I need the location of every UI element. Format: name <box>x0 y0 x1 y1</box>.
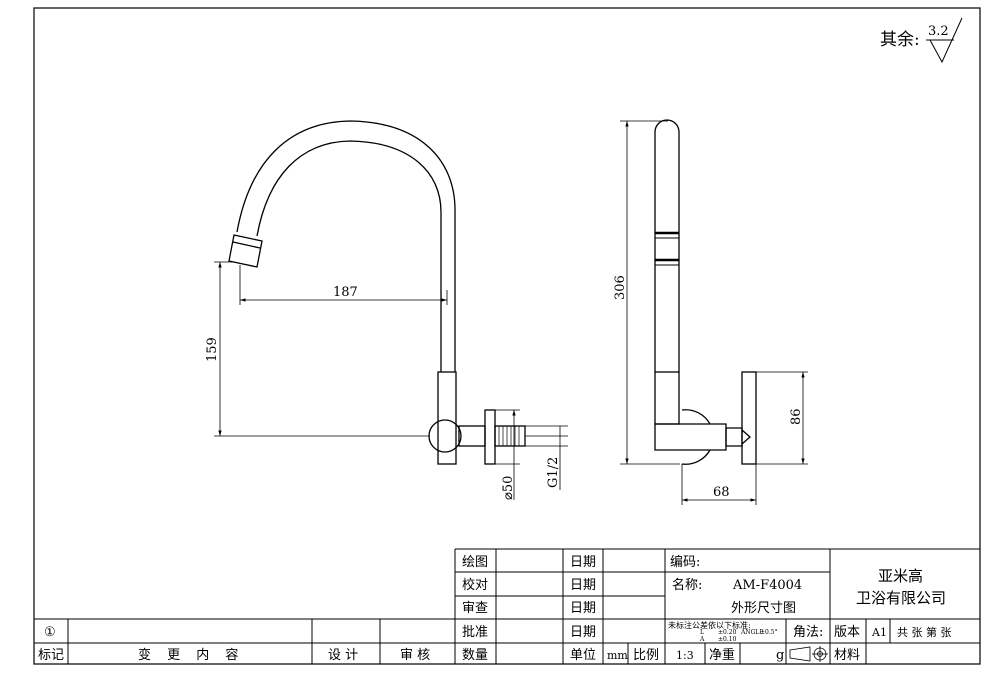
tb-unit: 单位 <box>570 648 596 663</box>
tb-version-value: A1 <box>871 626 887 639</box>
surface-finish-value: 3.2 <box>928 24 949 39</box>
dim-body-height: 86 <box>789 408 804 425</box>
tb-model: AM-F4004 <box>732 578 802 593</box>
tb-company-line1: 亚米高 <box>878 567 923 585</box>
tb-tol-l2a: A <box>699 636 705 643</box>
dim-spout-height: 159 <box>205 337 220 362</box>
surface-finish-symbol: 其余: 3.2 <box>880 17 963 64</box>
tb-design: 设 计 <box>328 648 358 663</box>
tb-reviewed: 审查 <box>462 601 488 616</box>
tb-drawing-title: 外形尺寸图 <box>731 601 796 616</box>
tb-drawn: 绘图 <box>462 555 488 570</box>
surface-finish-label: 其余: <box>880 30 920 50</box>
projection-symbol-icon <box>789 646 828 662</box>
tb-audit: 审 核 <box>400 648 430 663</box>
tb-name-label: 名称: <box>672 577 702 593</box>
tb-version-label: 版本 <box>834 625 860 640</box>
tb-approved: 批准 <box>462 625 488 640</box>
spout-outer <box>236 120 456 372</box>
tb-company-line2: 卫浴有限公司 <box>856 589 946 607</box>
aerator <box>228 234 263 268</box>
spout-inner <box>256 140 442 372</box>
dim-spout-reach: 187 <box>333 285 358 300</box>
tb-checked: 校对 <box>462 577 488 593</box>
tb-sheets: 共 张 第 张 <box>897 625 952 639</box>
side-body <box>654 371 680 425</box>
side-flange <box>741 371 757 465</box>
thread <box>494 425 526 447</box>
side-nipple <box>725 427 743 447</box>
side-elbow <box>654 423 727 451</box>
tb-quantity: 数量 <box>462 648 488 663</box>
tb-tol-l1c: ANGLE <box>740 629 764 636</box>
tb-tol-l1d: ±0.5° <box>760 629 778 636</box>
tb-code: 编码: <box>670 555 700 570</box>
side-spout <box>654 119 680 372</box>
tb-revision-mark: ① <box>44 625 56 640</box>
tb-scale-value: 1:3 <box>676 649 694 662</box>
tb-mark: 标记 <box>38 648 64 663</box>
front-dimensions <box>214 261 568 500</box>
sheet-border <box>33 7 981 665</box>
dim-thread: G1/2 <box>546 457 561 488</box>
flange <box>484 409 496 465</box>
tb-unit-value: mm <box>607 649 628 662</box>
tb-date-3: 日期 <box>570 601 596 616</box>
tb-material: 材料 <box>834 648 860 663</box>
body <box>437 371 457 465</box>
tb-tolerance-title: 未标注公差依以下标准: <box>668 620 751 630</box>
tb-change-content: 变 更 内 容 <box>138 647 244 663</box>
tb-weight-unit: g <box>776 648 784 663</box>
dim-projection: 68 <box>713 485 730 500</box>
tb-net-weight: 净重 <box>709 647 735 663</box>
side-dimensions <box>620 120 808 505</box>
side-view <box>654 119 757 465</box>
tb-scale: 比例 <box>633 648 659 663</box>
tb-date-1: 日期 <box>570 555 596 570</box>
front-view <box>228 120 568 465</box>
tb-projection-label: 角法: <box>793 625 823 640</box>
tb-tol-l1b: ±0.20 <box>718 629 737 636</box>
tb-date-2: 日期 <box>570 578 596 593</box>
title-block-lines <box>34 548 980 664</box>
tb-date-4: 日期 <box>570 625 596 640</box>
dim-total-height: 306 <box>613 275 628 300</box>
tb-tol-l1a: L <box>700 629 704 636</box>
dim-flange-diameter: ⌀50 <box>501 476 516 500</box>
tb-tol-l2b: ±0.10 <box>718 636 737 643</box>
